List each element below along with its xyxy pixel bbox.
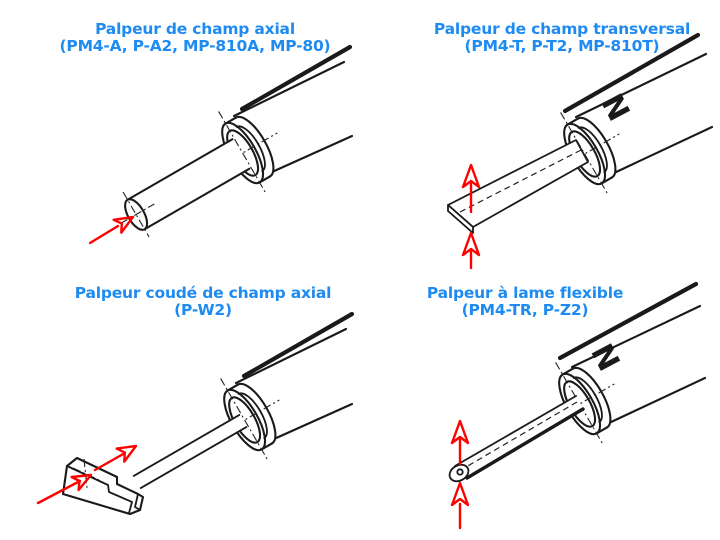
field-direction-arrows bbox=[36, 444, 138, 505]
thin-shaft bbox=[132, 414, 248, 489]
body-stripe bbox=[241, 311, 355, 379]
body-stripe bbox=[557, 281, 699, 361]
blade-tip-eyelet bbox=[448, 463, 470, 483]
sensor-spot bbox=[456, 468, 464, 476]
models-line: (PM4-T, P-T2, MP-810T) bbox=[464, 36, 660, 55]
probe-body: N bbox=[557, 281, 710, 425]
models-line: (PM4-TR, P-Z2) bbox=[461, 300, 589, 319]
axial-probe-diagram bbox=[88, 44, 354, 245]
title-bent-axial-probe: Palpeur coudé de champ axial (P-W2) bbox=[20, 285, 386, 318]
title-transversal-probe: Palpeur de champ transversal (PM4-T, P-T… bbox=[402, 21, 720, 54]
flexible-blade bbox=[448, 395, 585, 483]
body-stripe bbox=[562, 32, 701, 114]
bent-axial-probe-diagram bbox=[36, 311, 356, 516]
field-direction-arrows bbox=[450, 419, 470, 530]
probe-tip-cylinder bbox=[120, 138, 251, 238]
field-direction-arrows bbox=[461, 163, 481, 270]
flat-blade bbox=[447, 139, 589, 234]
title-axial-probe: Palpeur de champ axial (PM4-A, P-A2, MP-… bbox=[15, 21, 375, 54]
body-stripe bbox=[239, 44, 353, 112]
title-line: Palpeur de champ axial bbox=[95, 20, 295, 38]
models-line: (PM4-A, P-A2, MP-810A, MP-80) bbox=[59, 36, 331, 55]
models-line: (P-W2) bbox=[174, 300, 232, 319]
flexible-blade-probe-diagram: N bbox=[448, 281, 710, 530]
field-direction-arrow bbox=[88, 215, 135, 245]
title-flexible-blade-probe: Palpeur à lame flexible (PM4-TR, P-Z2) bbox=[365, 285, 685, 318]
title-line: Palpeur coudé de champ axial bbox=[74, 284, 332, 302]
title-line: Palpeur à lame flexible bbox=[426, 284, 624, 302]
title-line: Palpeur de champ transversal bbox=[433, 20, 691, 38]
transversal-probe-diagram: N bbox=[447, 32, 716, 270]
bent-pole-block bbox=[61, 456, 145, 516]
